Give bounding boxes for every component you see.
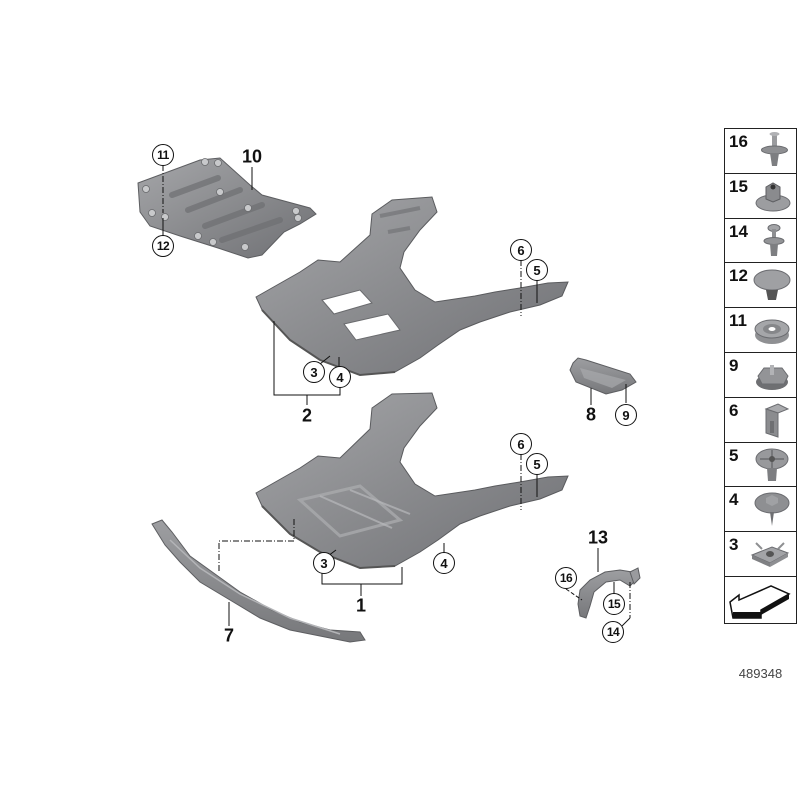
- direction-arrow-icon: [729, 585, 791, 619]
- callout-4-lower[interactable]: 4: [433, 552, 455, 574]
- collar-nut-icon: [755, 182, 791, 212]
- legend-item-16[interactable]: 16: [724, 128, 797, 173]
- callout-8[interactable]: 8: [585, 404, 597, 425]
- legend-label: 6: [729, 400, 739, 420]
- callout-10[interactable]: 10: [241, 146, 263, 167]
- legend-label: 4: [729, 490, 739, 510]
- legend-label: 9: [729, 355, 739, 375]
- callout-2[interactable]: 2: [301, 405, 313, 426]
- legend-label: 11: [729, 311, 747, 331]
- reference-number: 489348: [738, 666, 783, 681]
- part-10-shield-plate[interactable]: [137, 157, 317, 259]
- callout-1[interactable]: 1: [355, 595, 367, 616]
- legend-direction-arrow[interactable]: [724, 575, 797, 624]
- legend-label: 5: [729, 445, 739, 465]
- part-7-front-strip[interactable]: [151, 519, 366, 643]
- callout-7[interactable]: 7: [223, 625, 235, 646]
- callout-15[interactable]: 15: [603, 593, 625, 615]
- legend-label: 16: [729, 132, 748, 151]
- callout-12[interactable]: 12: [152, 235, 174, 257]
- callout-16[interactable]: 16: [555, 567, 577, 589]
- legend-item-5[interactable]: 5: [724, 441, 797, 487]
- legend-item-3[interactable]: 3: [724, 531, 797, 576]
- legend-label: 3: [729, 535, 739, 555]
- legend-item-14[interactable]: 14: [724, 217, 797, 263]
- callout-6-upper[interactable]: 6: [510, 239, 532, 261]
- part-1-engine-shield-lower[interactable]: [255, 392, 569, 596]
- legend-item-9[interactable]: 9: [724, 351, 797, 397]
- fastener-legend: 16 15 14 12 11: [724, 128, 797, 624]
- legend-item-12[interactable]: 12: [724, 262, 797, 308]
- callout-3-lower[interactable]: 3: [313, 552, 335, 574]
- legend-item-6[interactable]: 6: [724, 396, 797, 442]
- callout-5-lower[interactable]: 5: [526, 453, 548, 475]
- legend-item-15[interactable]: 15: [724, 172, 797, 218]
- callout-11[interactable]: 11: [152, 144, 174, 166]
- push-rivet-icon: [763, 223, 785, 256]
- callout-14[interactable]: 14: [602, 621, 624, 643]
- callout-4-upper[interactable]: 4: [329, 366, 351, 388]
- legend-item-11[interactable]: 11: [724, 307, 797, 352]
- callout-5-upper[interactable]: 5: [526, 259, 548, 281]
- part-13-holder-bracket[interactable]: [565, 548, 641, 627]
- cap-plug-icon: [753, 269, 791, 301]
- fastener-clip-icon: [756, 364, 789, 390]
- expanding-rivet-bolt-icon: [761, 132, 788, 166]
- screw-with-washer-icon: [754, 492, 790, 527]
- legend-label: 14: [729, 221, 748, 241]
- washer-icon: [754, 319, 790, 345]
- bracket-icon: [764, 403, 790, 438]
- callout-3-upper[interactable]: 3: [303, 361, 325, 383]
- part-8-cover-plate[interactable]: [569, 357, 637, 405]
- callout-6-lower[interactable]: 6: [510, 433, 532, 455]
- callout-13[interactable]: 13: [587, 527, 609, 548]
- part-2-engine-shield-upper[interactable]: [255, 196, 569, 405]
- legend-item-4[interactable]: 4: [724, 486, 797, 532]
- legend-label: 15: [729, 176, 748, 196]
- expanding-rivet-icon: [755, 448, 789, 481]
- callout-9[interactable]: 9: [615, 404, 637, 426]
- clip-nut-icon: [750, 542, 790, 568]
- legend-label: 12: [729, 266, 748, 286]
